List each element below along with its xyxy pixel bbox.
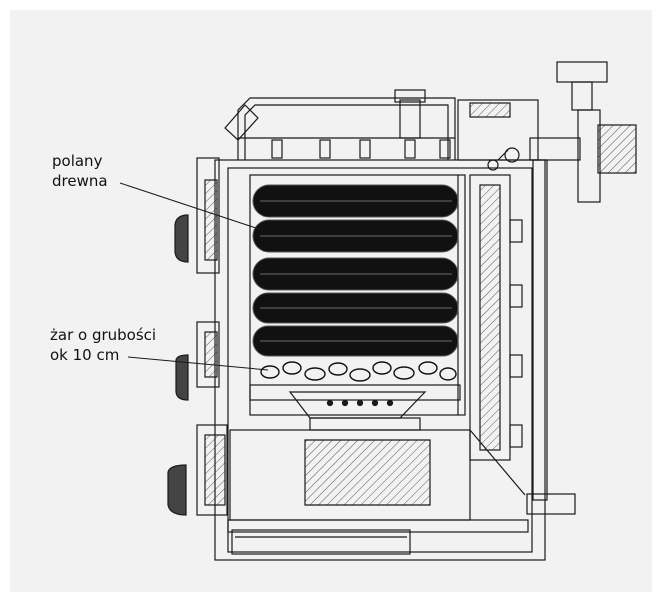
wood-logs <box>252 184 459 357</box>
sensor-port <box>504 147 520 163</box>
heat-exchanger-tabs <box>509 219 523 448</box>
lower-cleaning-door <box>167 424 228 516</box>
top-casing <box>237 97 456 160</box>
lower-chamber-refractory <box>304 439 431 506</box>
top-cap <box>399 99 421 139</box>
flue-damper-hatch <box>597 124 637 174</box>
heat-exchanger <box>469 174 511 461</box>
burner-nozzle <box>288 391 427 419</box>
ash-drawer <box>231 529 411 555</box>
boiler-inner-outline <box>227 167 533 553</box>
flue-damper <box>577 109 601 203</box>
top-bevel <box>224 104 259 141</box>
top-flange <box>394 89 426 103</box>
flue-pipe <box>529 137 581 161</box>
grate <box>249 384 461 401</box>
embers-leader <box>127 356 269 371</box>
middle-ash-door <box>175 321 220 401</box>
right-column-foot <box>526 493 576 515</box>
wood-logs-leader <box>119 182 263 231</box>
flue-top-cap <box>556 61 608 83</box>
top-bolts <box>238 137 455 159</box>
upper-loading-door <box>174 157 220 274</box>
right-column <box>532 159 548 501</box>
combustion-chamber <box>249 174 466 416</box>
wood-logs-label: polany drewna <box>52 152 108 190</box>
base-plate <box>227 519 529 533</box>
flue-hatch-top <box>469 102 511 118</box>
heat-exchanger-hatch <box>479 184 501 451</box>
top-casing-inner <box>244 104 449 160</box>
nozzle-holes <box>326 399 394 407</box>
embers <box>260 361 457 382</box>
flue-top-stem <box>571 81 593 111</box>
embers-label: żar o grubości ok 10 cm <box>50 326 161 364</box>
